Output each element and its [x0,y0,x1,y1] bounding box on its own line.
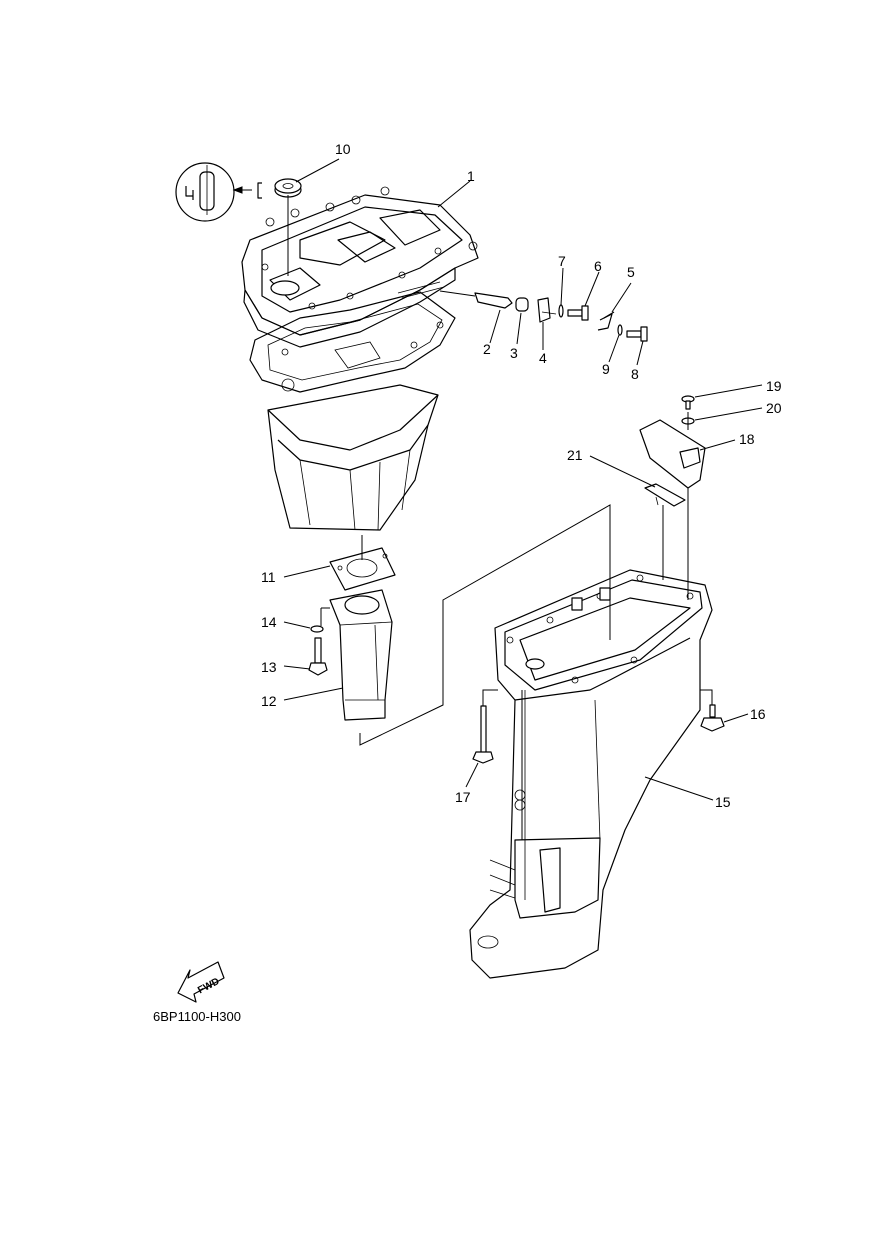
fwd-arrow-icon: FWD [177,961,225,1003]
detail-inset-icon [175,162,262,222]
lower-casing-part-15-icon [469,569,713,979]
grommet-part-10-icon [274,178,302,198]
casing-gasket-icon [249,291,456,393]
oil-pan-icon [267,384,439,531]
callout-14: 14 [261,614,277,630]
callout-19: 19 [766,378,782,394]
lever-part-2-icon [439,290,513,309]
callout-18: 18 [739,431,755,447]
callout-8: 8 [631,366,639,382]
assembly-lines [287,195,713,746]
callout-16: 16 [750,706,766,722]
collar-part-3-icon [515,297,529,312]
screw-part-19-icon [681,395,695,410]
callout-2: 2 [483,341,491,357]
bolt-part-13-icon [308,637,328,676]
washer-part-9-icon [617,324,623,336]
bracket-part-4-icon [537,297,557,323]
exhaust-guide-part-12-icon [329,589,393,721]
bolt-part-6-icon [567,305,589,321]
bolt-part-17-icon [472,705,494,764]
seal-part-21-icon [644,483,686,507]
callout-4: 4 [539,350,547,366]
upper-casing-part-1-icon [241,186,479,348]
callout-13: 13 [261,659,277,675]
callout-leaders [283,158,763,801]
callout-21: 21 [567,447,583,463]
callout-17: 17 [455,789,471,805]
callout-10: 10 [335,141,351,157]
bolt-part-8-icon [626,326,648,342]
clip-part-5-icon [597,311,615,331]
bolt-part-16-icon [700,704,725,732]
callout-1: 1 [467,168,475,184]
callout-3: 3 [510,345,518,361]
callout-labels: 1 2 3 4 5 6 7 8 9 10 11 12 13 14 15 16 1… [261,141,782,810]
callout-15: 15 [715,794,731,810]
callout-5: 5 [627,264,635,280]
washer-part-14-icon [310,625,324,633]
callout-6: 6 [594,258,602,274]
callout-20: 20 [766,400,782,416]
callout-11: 11 [261,569,276,585]
drawing-code: 6BP1100-H300 [153,1009,241,1024]
callout-12: 12 [261,693,277,709]
plate-part-18-icon [639,412,706,489]
callout-9: 9 [602,361,610,377]
washer-part-7-icon [558,304,564,318]
callout-7: 7 [558,253,566,269]
